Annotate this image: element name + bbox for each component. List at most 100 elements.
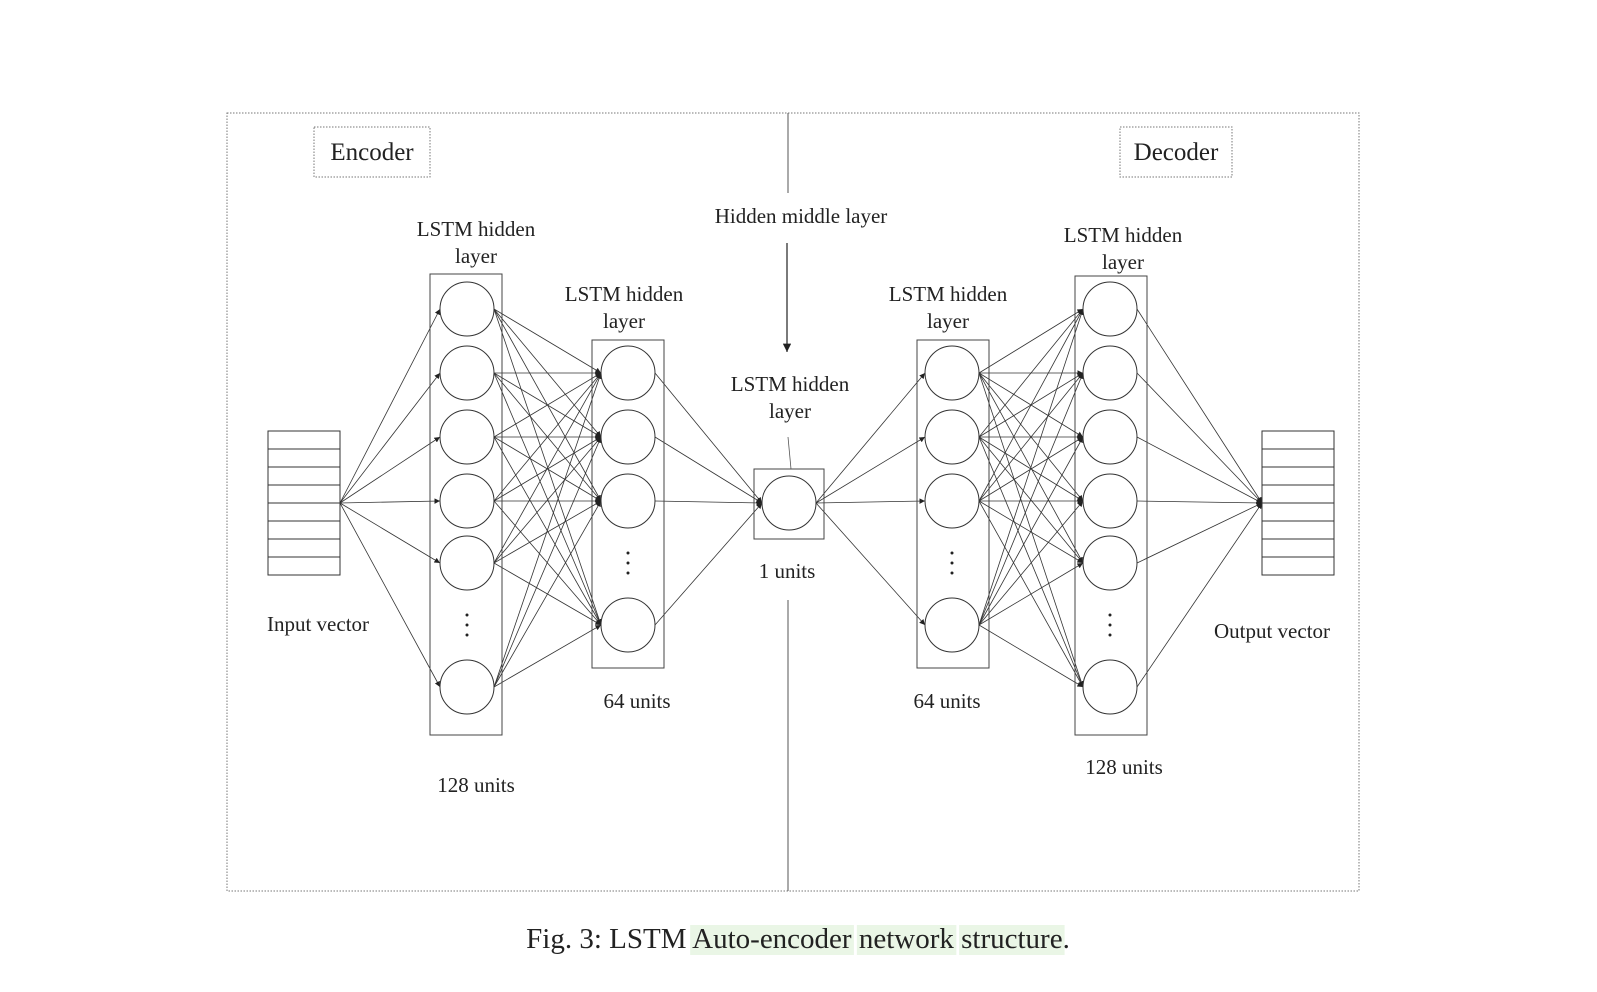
- output-edge-2: [1136, 436, 1263, 504]
- enc1-enc2-edge-4-1: [493, 436, 602, 564]
- enc1-enc2-edge-5-2: [493, 500, 602, 688]
- mid-title-leader: [787, 436, 792, 470]
- dec2-ellipsis-dot-0: [1108, 613, 1112, 617]
- input-edge-5: [339, 502, 441, 688]
- enc1-enc2-edge-0-3: [493, 308, 602, 626]
- mid-dec1-edge-0-3: [815, 502, 926, 626]
- enc1-neuron-2: [439, 409, 495, 465]
- enc1-enc2-edge-5-3: [493, 624, 602, 688]
- enc2-mid-edge-0-0: [654, 372, 763, 504]
- input-edge-1: [339, 372, 441, 504]
- dec1-dec2-edge-1-0: [978, 308, 1084, 438]
- enc2-neuron-2: [600, 473, 656, 529]
- enc1-title-line2: layer: [455, 244, 497, 268]
- dec2-units: 128 units: [1085, 755, 1163, 779]
- enc2-mid-edge-1-0: [654, 436, 763, 504]
- dec1-ellipsis-dot-2: [950, 571, 954, 575]
- output-edge-1: [1136, 372, 1263, 504]
- output-vector-block: [1261, 430, 1335, 576]
- dec1-dec2-edge-3-5: [978, 624, 1084, 688]
- dec2-title-line1: LSTM hidden: [1064, 223, 1183, 247]
- dec1-neuron-3: [924, 597, 980, 653]
- mid-dec1-edge-0-2: [815, 498, 926, 504]
- caption-word-autoencoder: Auto-encoder: [692, 923, 852, 955]
- input-edge-3: [339, 498, 441, 504]
- dec2-title-line2: layer: [1102, 250, 1144, 274]
- enc2-ellipsis-dot-1: [626, 561, 630, 565]
- dec1-dec2-edge-1-5: [978, 436, 1084, 688]
- enc2-neuron-1: [600, 409, 656, 465]
- output-edge-3: [1136, 500, 1263, 506]
- enc2-neuron-3: [600, 597, 656, 653]
- dec2-neuron-0: [1082, 281, 1138, 337]
- output-edge-0: [1136, 308, 1263, 504]
- mid-title-line2: layer: [769, 399, 811, 423]
- dec1-ellipsis-dot-1: [950, 561, 954, 565]
- input-vector-block: [267, 430, 341, 576]
- output-edge-5: [1136, 502, 1263, 688]
- mid-units: 1 units: [759, 559, 816, 583]
- dec1-dec2-edge-3-1: [978, 372, 1084, 626]
- dec2-ellipsis-dot-1: [1108, 623, 1112, 627]
- caption-word-network: network: [859, 923, 955, 955]
- dec1-dec2-edge-0-5: [978, 372, 1084, 688]
- enc2-title-line2: layer: [603, 309, 645, 333]
- enc1-enc2-edge-5-0: [493, 372, 602, 688]
- encoder-label-box: [313, 126, 431, 178]
- output-edge-4: [1136, 502, 1263, 564]
- dec1-layer-box: [916, 339, 990, 669]
- dec2-neuron-5: [1082, 659, 1138, 715]
- dec1-neuron-0: [924, 345, 980, 401]
- dec2-neuron-4: [1082, 535, 1138, 591]
- enc1-title-line1: LSTM hidden: [417, 217, 536, 241]
- encoder-label: Encoder: [330, 139, 414, 166]
- dec1-neuron-1: [924, 409, 980, 465]
- caption-highlight-2: [959, 925, 1065, 955]
- decoder-label: Decoder: [1134, 139, 1219, 166]
- dec1-dec2-edge-2-0: [978, 308, 1084, 502]
- connections: [339, 308, 1263, 688]
- caption-prefix: Fig. 3: LSTM: [526, 923, 692, 955]
- input-vector-label: Input vector: [267, 612, 369, 636]
- enc1-enc2-edge-0-0: [493, 308, 602, 374]
- enc1-neuron-0: [439, 281, 495, 337]
- enc1-enc2-edge-2-0: [493, 372, 602, 438]
- dec1-dec2-edge-3-2: [978, 436, 1084, 626]
- enc2-ellipsis-dot-2: [626, 571, 630, 575]
- mid-title-line1: LSTM hidden: [731, 372, 850, 396]
- enc1-neuron-1: [439, 345, 495, 401]
- dec1-title-line2: layer: [927, 309, 969, 333]
- dec1-units: 64 units: [913, 689, 980, 713]
- dec1-dec2-edge-3-4: [978, 562, 1084, 626]
- dec2-neuron-3: [1082, 473, 1138, 529]
- dec1-dec2-edge-2-1: [978, 372, 1084, 502]
- output-vector-label: Output vector: [1214, 619, 1330, 643]
- dec1-dec2-edge-2-4: [978, 500, 1084, 564]
- caption-highlight-0: [690, 925, 854, 955]
- hidden-middle-label: Hidden middle layer: [715, 204, 888, 228]
- caption-space-1: [852, 923, 859, 955]
- enc1-enc2-edge-4-0: [493, 372, 602, 564]
- dec1-dec2-edge-0-0: [978, 308, 1084, 374]
- enc1-neuron-3: [439, 473, 495, 529]
- enc1-ellipsis-dot-2: [465, 633, 469, 637]
- dec1-title-line1: LSTM hidden: [889, 282, 1008, 306]
- figure-frame: [226, 112, 1360, 892]
- enc2-layer-box: [591, 339, 665, 669]
- enc1-neurons: [439, 281, 495, 715]
- enc1-ellipsis-dot-1: [465, 623, 469, 627]
- enc1-enc2-edge-4-2: [493, 500, 602, 564]
- enc1-neuron-5: [439, 659, 495, 715]
- enc1-enc2-edge-3-0: [493, 372, 602, 502]
- dec1-neurons: [924, 345, 980, 653]
- dec2-neuron-2: [1082, 409, 1138, 465]
- enc2-title-line1: LSTM hidden: [565, 282, 684, 306]
- dec1-dec2-edge-3-0: [978, 308, 1084, 626]
- caption-space-2: [954, 923, 961, 955]
- caption-word-structure: structure: [961, 923, 1062, 955]
- enc1-enc2-edge-3-1: [493, 436, 602, 502]
- figure-caption: Fig. 3: LSTM Auto-encoder network struct…: [526, 923, 1070, 955]
- dec1-dec2-edge-2-2: [978, 436, 1084, 502]
- input-edge-4: [339, 502, 441, 564]
